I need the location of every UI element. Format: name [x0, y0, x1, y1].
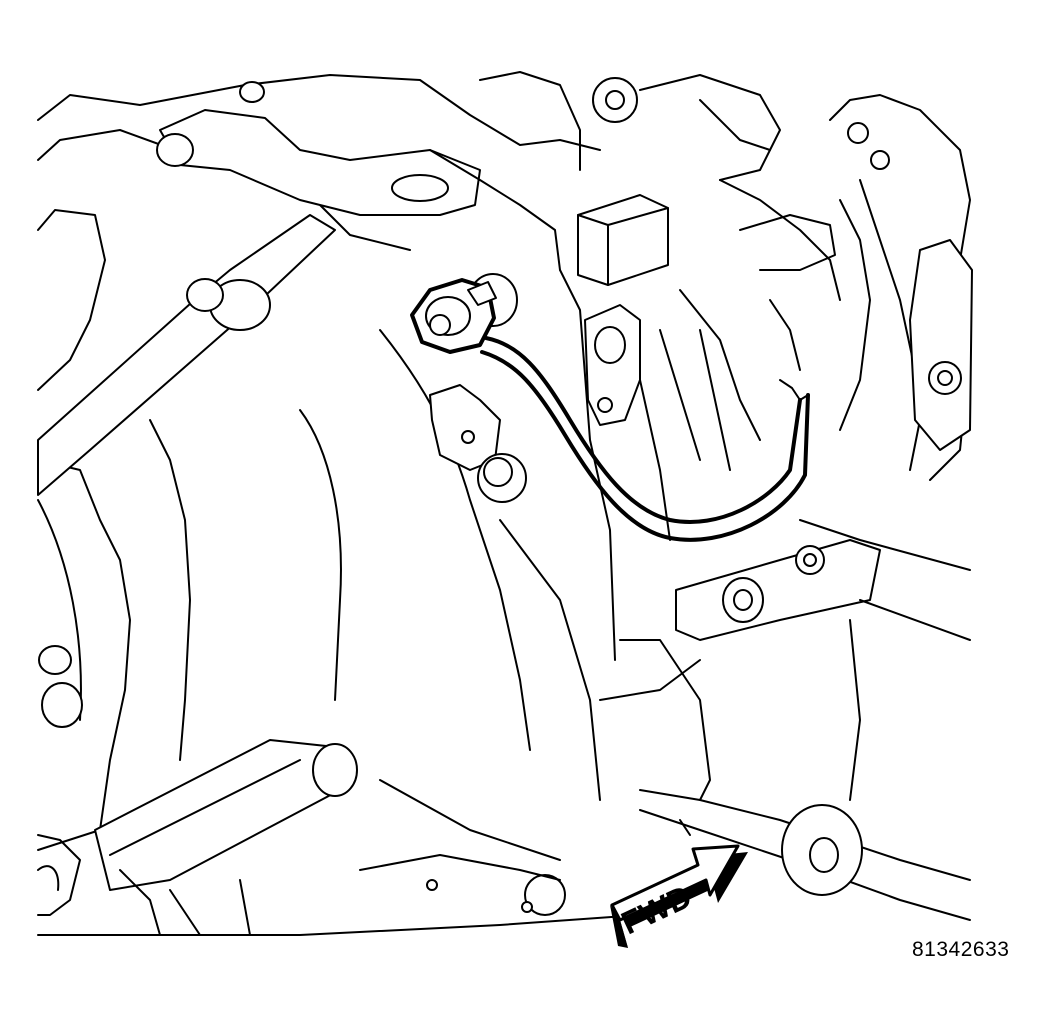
lower-right-bracket [599, 519, 971, 801]
knock-sensor [410, 273, 518, 354]
engine-block-right [659, 94, 973, 481]
transmission-housing [37, 74, 641, 936]
sensor-wire [480, 336, 810, 542]
sensor-bracket [429, 384, 527, 503]
upper-bracket [156, 81, 481, 216]
figure-id: 81342633 [912, 938, 1010, 961]
mount-bracket [559, 269, 671, 661]
bottom-mount [639, 789, 971, 921]
bottom-bosses [359, 779, 566, 916]
lower-left-details [37, 645, 251, 936]
lower-strut [94, 739, 358, 891]
connector-block [577, 194, 669, 286]
fwd-arrow-icon: FWD [610, 844, 748, 948]
upper-strut [37, 214, 336, 496]
top-casting [429, 71, 781, 271]
